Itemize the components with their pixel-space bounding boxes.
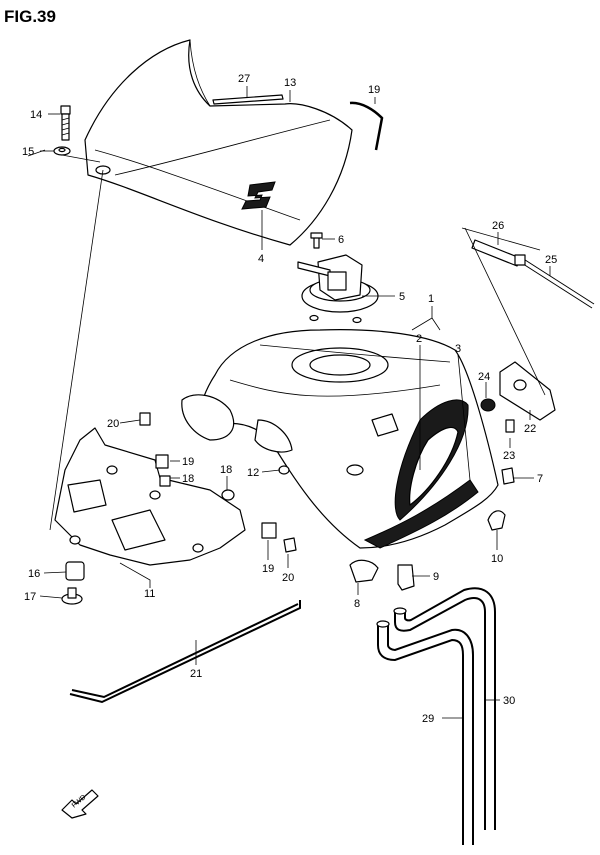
callout-20b: 20: [282, 572, 294, 584]
part-strip: [212, 94, 284, 105]
fasteners: [61, 412, 297, 605]
assembly-lines: [27, 149, 546, 531]
callout-23: 22: [524, 423, 536, 435]
callout-24: 23: [503, 450, 515, 462]
small-parts: [349, 467, 515, 591]
tank-cover: [84, 39, 353, 246]
callout-1: 1: [428, 293, 434, 305]
callout-2: 2: [416, 333, 422, 345]
callout-25: 24: [478, 371, 490, 383]
callout-28: 29: [422, 713, 434, 725]
callout-27: 26: [492, 220, 504, 232]
bolt-washer: [53, 105, 71, 156]
callout-3: 3: [455, 343, 461, 355]
callout-30: 27: [238, 73, 250, 85]
callout-19a: 19: [182, 456, 194, 468]
callout-5: 5: [399, 291, 405, 303]
part-hook: [349, 101, 384, 151]
callout-20a: 20: [107, 418, 119, 430]
damper-rod: [471, 239, 595, 309]
callout-7: 7: [537, 473, 543, 485]
hose-rod: [69, 600, 301, 704]
callout-10: 10: [491, 553, 503, 565]
callout-6: 6: [338, 234, 344, 246]
hoses: [376, 587, 496, 845]
callout-13: 13: [284, 77, 296, 89]
callout-19b: 19: [262, 563, 274, 575]
leader-lines: [39, 86, 551, 719]
callout-14: 14: [30, 109, 42, 121]
callout-18a: 18: [182, 473, 194, 485]
callout-21: 19: [368, 84, 380, 96]
callout-17: 17: [24, 591, 36, 603]
hose-rod-edge: [71, 603, 299, 699]
callout-26: 25: [545, 254, 557, 266]
callouts: 27 13 19 14 15 4 6 5 1 2 3 7 10 9 8 20 1…: [22, 73, 557, 725]
callout-11: 11: [144, 588, 155, 600]
fuel-tank: [181, 329, 499, 549]
callout-22: 21: [190, 668, 202, 680]
fuel-cap: [297, 232, 379, 324]
callout-4: 4: [258, 253, 264, 265]
bracket: [54, 427, 246, 566]
forward-arrow-icon: FWD: [61, 789, 99, 819]
callout-29: 30: [503, 695, 515, 707]
callout-16: 16: [28, 568, 40, 580]
callout-8: 8: [354, 598, 360, 610]
callout-9: 9: [433, 571, 439, 583]
callout-12: 12: [247, 467, 259, 479]
figure-title: FIG.39: [4, 7, 56, 26]
callout-18b: 18: [220, 464, 232, 476]
callout-15: 15: [22, 146, 34, 158]
mount-bracket: [480, 361, 556, 433]
